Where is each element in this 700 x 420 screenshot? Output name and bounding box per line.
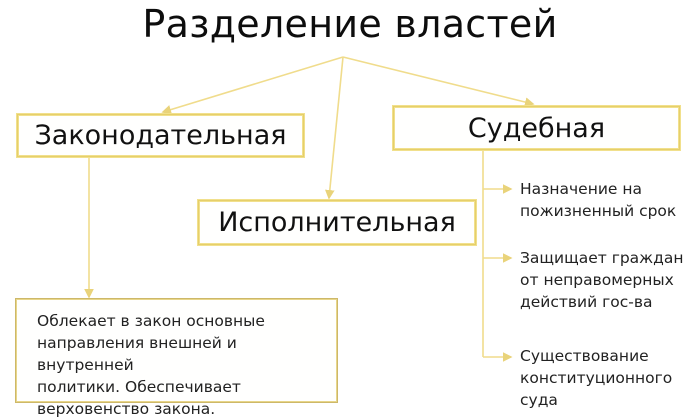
judicial-item-lifetime-appointment: Назначение на пожизненный срок (520, 180, 677, 220)
judicial-label: Судебная (467, 112, 606, 144)
line-to-legislative (161, 56, 344, 115)
legislative-label: Законодательная (34, 120, 287, 151)
executive-label: Исполнительная (218, 207, 456, 238)
judicial-box: Судебная (392, 105, 681, 151)
judicial-item-constitutional-court: Существование конституционного суда (520, 347, 673, 409)
legislative-box: Законодательная (16, 113, 305, 158)
line-to-executive (325, 56, 344, 200)
legislative-description-box: Облекает в закон основные направления вн… (15, 298, 338, 418)
judicial-item-protects-citizens: Защищает граждан от неправомерных действ… (520, 249, 684, 311)
executive-box: Исполнительная (197, 199, 477, 246)
line-to-judicial (342, 56, 535, 107)
legislative-description: Облекает в закон основные направления вн… (37, 312, 265, 418)
diagram-title: Разделение властей (142, 2, 558, 46)
